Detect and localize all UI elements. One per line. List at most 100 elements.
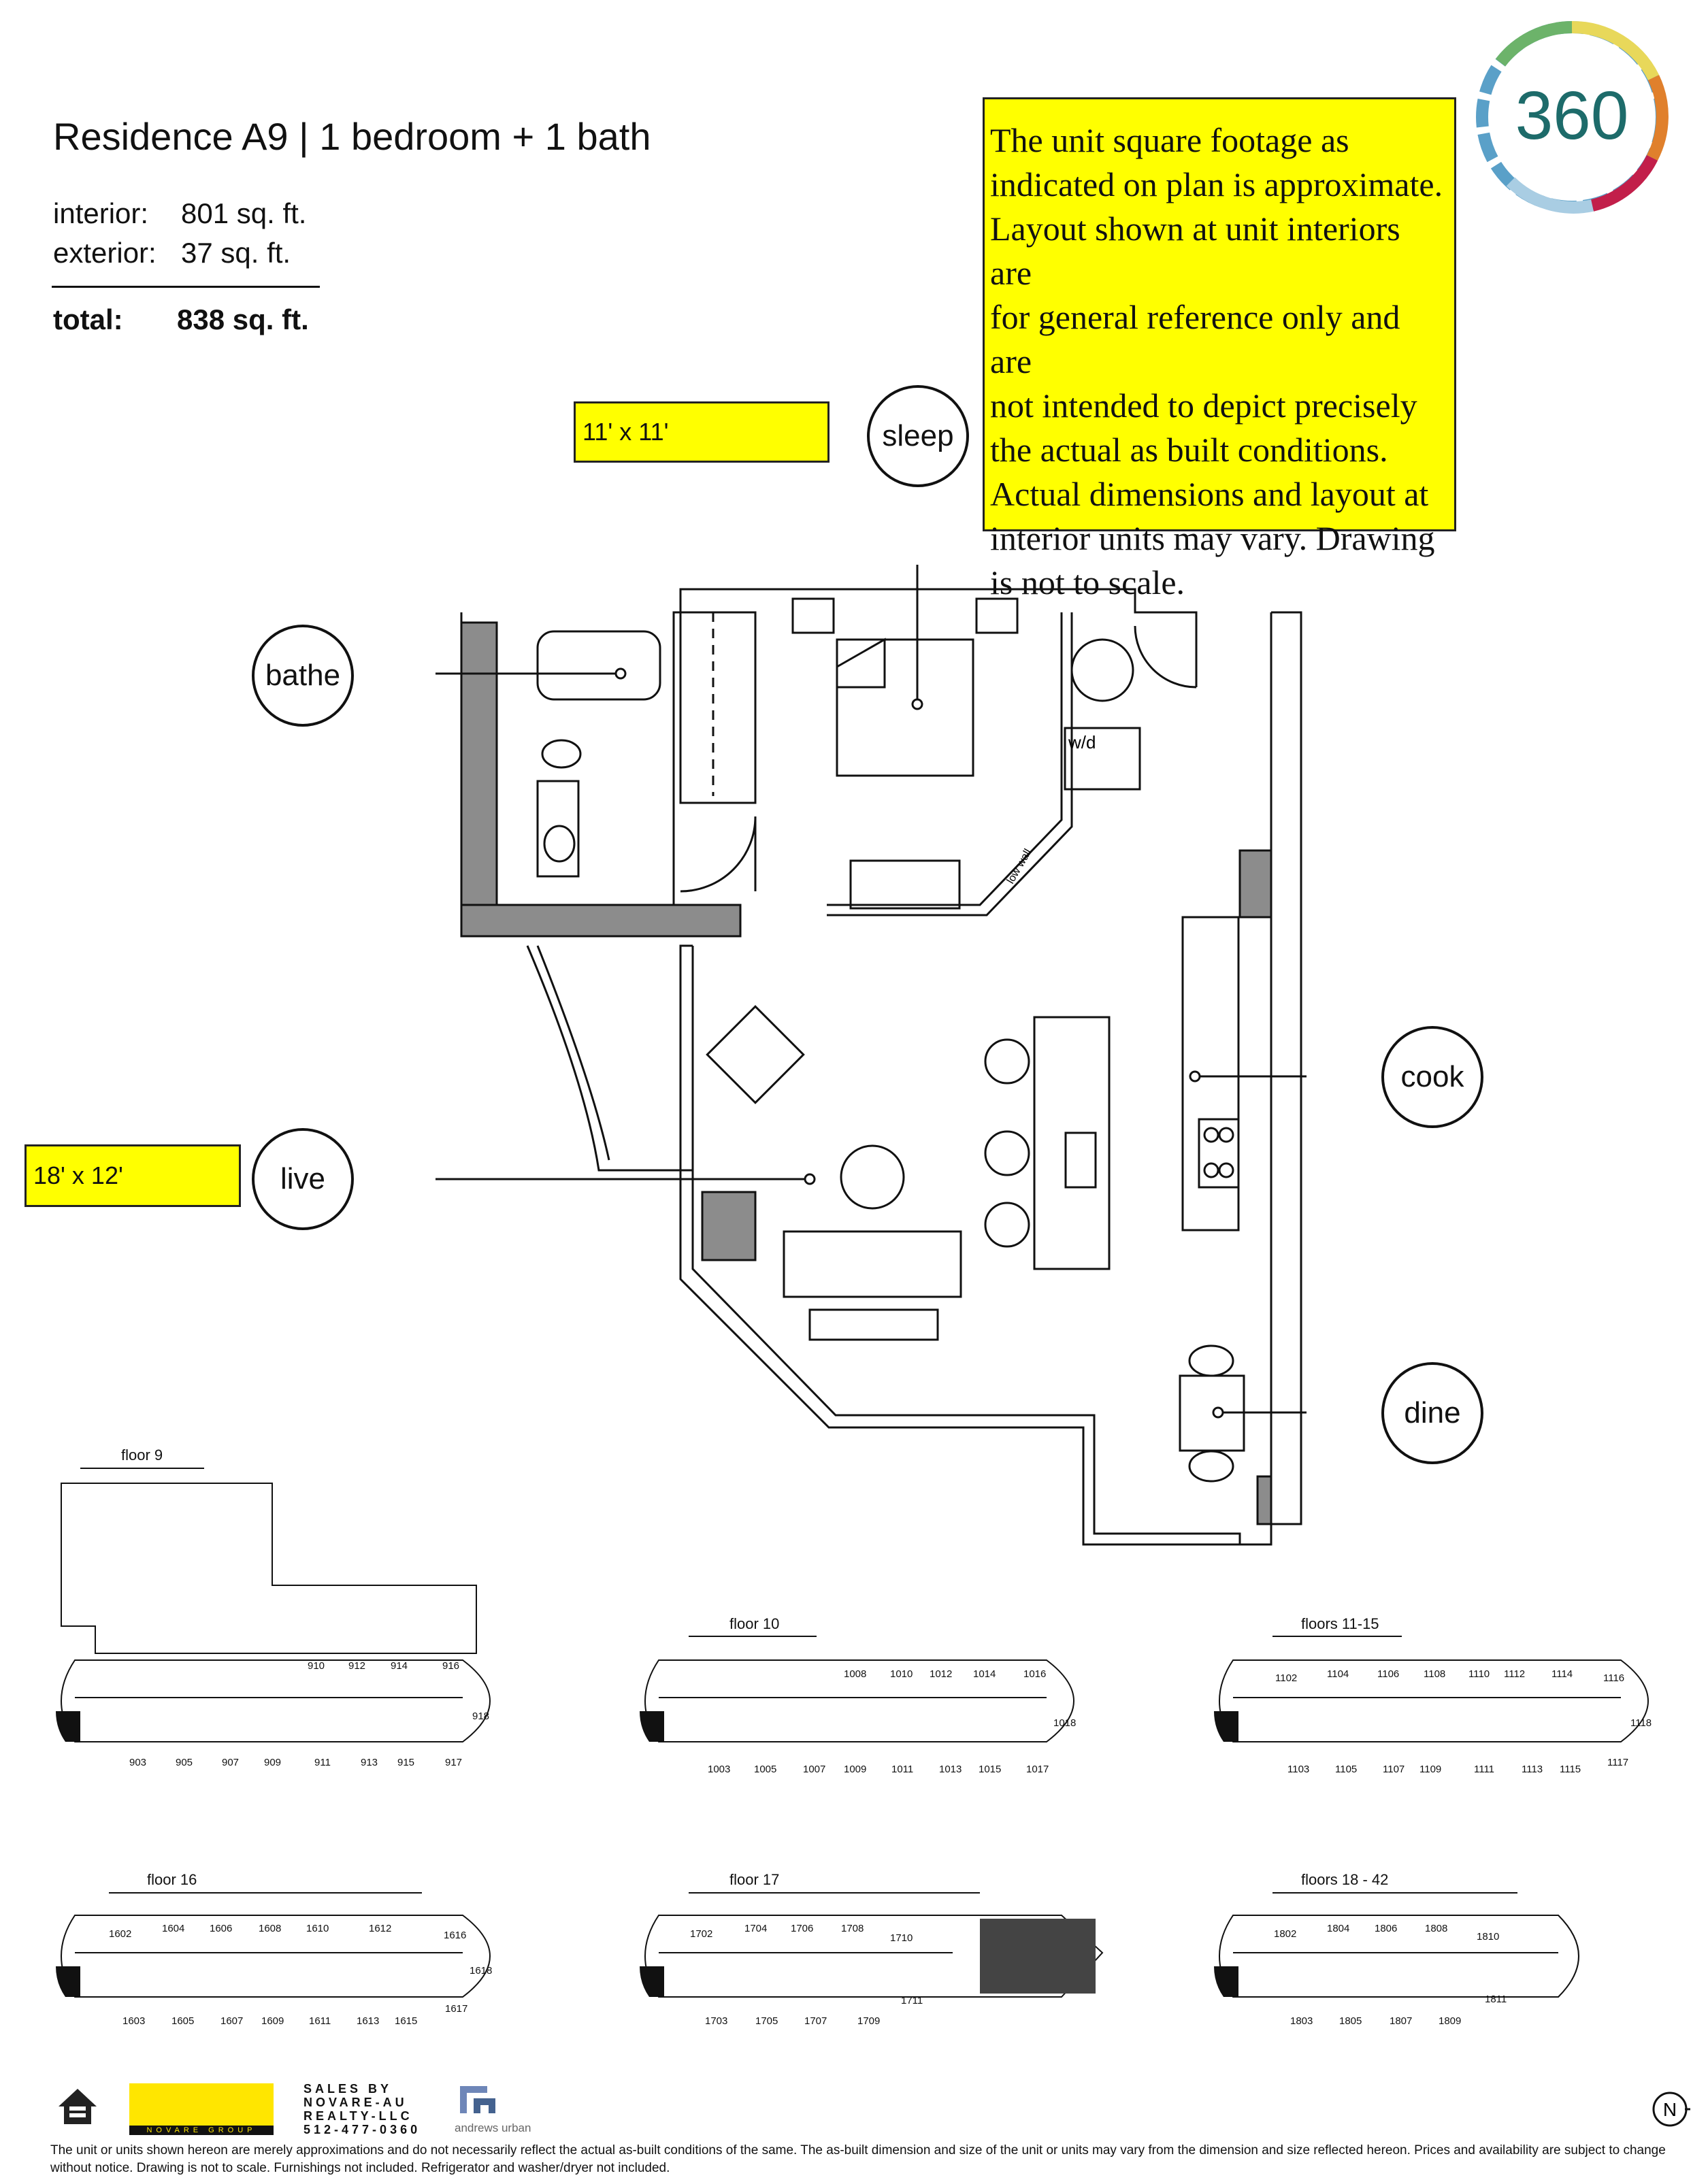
range [1198,1118,1240,1189]
water-heater [1070,638,1134,702]
unit-number: 910 [308,1660,325,1672]
unit-number: 1013 [939,1764,962,1775]
unit-number: 1616 [444,1930,467,1941]
floor-label: floor 16 [147,1871,197,1888]
unit-number: 1608 [259,1923,282,1934]
unit-number: 1807 [1390,2015,1413,2027]
dining-chair [1188,1450,1234,1483]
unit-number: 1618 [470,1965,493,1977]
north-label: N [1663,2099,1677,2120]
unit-number: 1805 [1339,2015,1362,2027]
vanity [536,780,580,878]
unit-number: 1804 [1327,1923,1350,1934]
unit-number: 1009 [844,1764,867,1775]
nightstand [975,597,1019,634]
kitchen-sink [1064,1131,1097,1189]
unit-number: 1018 [1053,1717,1077,1729]
unit-number: 905 [176,1757,193,1768]
unit-number: 901 [91,1747,109,1759]
interior-label: interior: [53,197,149,229]
unit-number: 1118 [1630,1717,1652,1729]
unit-number: 1705 [755,2015,778,2027]
unit-number: 1711 [901,1995,923,2006]
bar-stool [984,1130,1030,1176]
dresser [849,859,961,910]
unit-number: 1116 [1603,1672,1625,1684]
floor-9-unit-highlight [56,1711,80,1742]
room-label-cook: cook [1381,1026,1483,1128]
dining-chair [1188,1344,1234,1377]
unit-number: 1603 [122,2015,146,2027]
unit-number: 917 [445,1757,463,1768]
entry-door-swing [1134,625,1197,689]
exterior-label: exterior: [53,237,157,269]
sink [543,825,576,863]
unit-number: 1104 [1327,1668,1349,1680]
floor-10-tower [644,1659,1074,1742]
unit-number: 1706 [791,1923,814,1934]
unit-number: 1106 [1377,1668,1400,1680]
residence-title: Residence A9 | 1 bedroom + 1 bath [53,115,651,158]
unit-number: 1811 [1485,1994,1507,2005]
floors-11-15-unit-highlight [1214,1711,1238,1742]
area-divider [52,286,320,288]
floor-16-unit-highlight [56,1966,80,1997]
unit-number: 1011 [891,1764,914,1775]
unit-number: 1007 [803,1764,826,1775]
unit-number: 1809 [1439,2015,1462,2027]
unit-number: 1810 [1477,1931,1500,1943]
floor-label: floor 9 [121,1447,163,1464]
unit-number: 1710 [890,1932,913,1944]
toilet [541,739,582,769]
unit-number: 1010 [890,1668,913,1680]
legal-disclaimer: The unit or units shown hereon are merel… [50,2143,1666,2175]
floor-17-amenity [980,1919,1096,1994]
unit-number: 1703 [705,2015,728,2027]
bath-wall-solid [460,621,498,937]
north-arrow-icon: N [1652,2092,1690,2127]
exterior-wall-top [460,588,1198,933]
floor-label: floors 11-15 [1301,1615,1379,1632]
unit-number: 1108 [1424,1668,1446,1680]
unit-number: 916 [442,1660,460,1672]
unit-number: 1701 [672,2004,695,2016]
exterior-value: 37 sq. ft. [181,237,291,269]
unit-number: 1613 [357,2015,380,2027]
unit-number: 1017 [1026,1764,1049,1775]
key-plans [56,1468,1649,1998]
nightstand [791,597,835,634]
unit-number: 1003 [708,1764,731,1775]
unit-number: 1606 [210,1923,233,1934]
unit-number: 1615 [395,2015,418,2027]
unit-number: 1704 [744,1923,768,1934]
column-solid-small [1256,1475,1272,1525]
unit-number: 1101 [1251,1750,1273,1762]
bar-stool [984,1202,1030,1248]
unit-summary [50,102,377,361]
unit-number: 1806 [1375,1923,1398,1934]
bathtub [536,630,661,701]
total-area-row: total:838 sq. ft. [53,303,374,336]
disclaimer-box: The unit square footage as indicated on … [983,97,1456,601]
interior-area-row: interior: 801 sq. ft. [53,197,307,230]
andrews-urban-logo [460,2086,495,2113]
unit-number: 1802 [1274,1928,1297,1940]
bath-door-swing [680,816,757,893]
unit-number: 1605 [171,2015,195,2027]
unit-number: 1803 [1290,2015,1313,2027]
total-value: 838 sq. ft. [177,303,309,335]
unit-number: 1601 [90,2004,113,2016]
room-label-sleep: sleep [867,385,969,487]
unit-number: 1008 [844,1668,867,1680]
unit-number: 1111 [1474,1764,1495,1775]
unit-number: 1015 [979,1764,1002,1775]
unit-number: 914 [391,1660,408,1672]
exterior-wall-right [691,612,1272,1546]
floor-10-unit-highlight [640,1711,664,1742]
unit-number: 1604 [162,1923,185,1934]
unit-number: 1709 [857,2015,881,2027]
room-label-dine: dine [1381,1362,1483,1464]
unit-number: 1801 [1253,2004,1277,2016]
unit-number: 909 [264,1757,282,1768]
interior-value: 801 sq. ft. [181,197,307,229]
